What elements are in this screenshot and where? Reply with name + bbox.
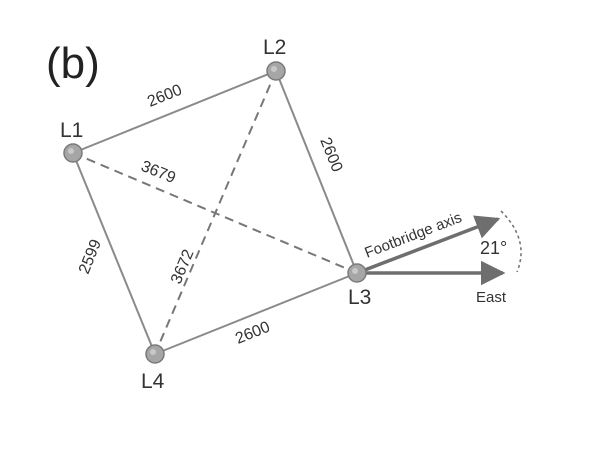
node-label-l1: L1 bbox=[60, 119, 83, 142]
edge-label-l2-l3: 2600 bbox=[316, 135, 345, 174]
angle-label: 21° bbox=[480, 238, 507, 258]
node-l3 bbox=[347, 263, 367, 283]
angle-arc bbox=[500, 210, 522, 273]
footbridge-axis-arrow bbox=[356, 215, 501, 275]
footbridge-axis-label: Footbridge axis bbox=[362, 209, 464, 262]
edge-l2-l3 bbox=[275, 70, 358, 274]
east-label: East bbox=[476, 289, 507, 306]
node-label-l2: L2 bbox=[263, 36, 286, 59]
node-l2 bbox=[266, 61, 286, 81]
edge-label-l1-l2: 2600 bbox=[145, 82, 184, 111]
edge-label-l3-l4: 2600 bbox=[233, 319, 272, 348]
edge-l3-l4 bbox=[154, 272, 358, 355]
node-label-l4: L4 bbox=[141, 370, 165, 393]
edge-l1-l4 bbox=[72, 152, 156, 355]
panel-label: (b) bbox=[46, 39, 100, 88]
edge-label-l1-l4: 2599 bbox=[76, 237, 105, 276]
node-l4 bbox=[145, 344, 165, 364]
diagonal-l2-l4 bbox=[154, 70, 277, 355]
node-l1 bbox=[63, 143, 83, 163]
edge-l1-l2 bbox=[72, 70, 277, 154]
node-label-l3: L3 bbox=[348, 286, 371, 309]
